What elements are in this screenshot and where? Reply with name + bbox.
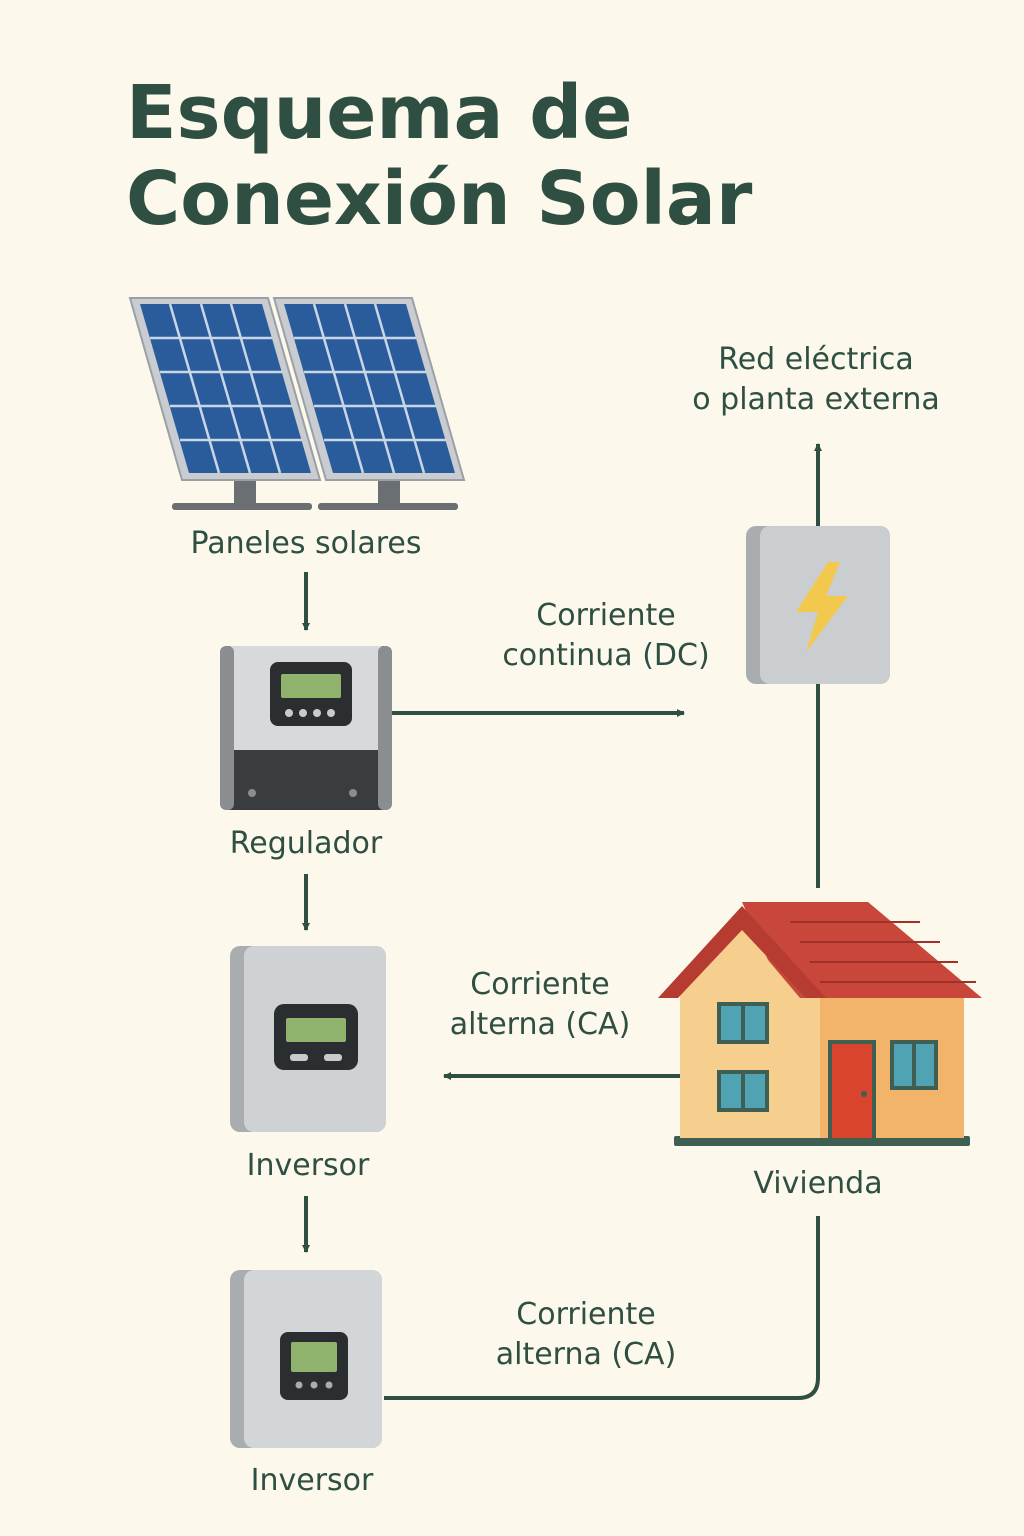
dc-edge-label-line-2: continua (DC) [502, 638, 710, 673]
inverter-1-label-text: Inversor [246, 1148, 370, 1183]
dc-edge-label-line-1: Corriente [536, 598, 676, 633]
regulator-label-text: Regulador [229, 826, 383, 861]
grid-label: Red eléctrica o planta externa [666, 340, 966, 420]
inverter-2-label-text: Inversor [250, 1463, 374, 1498]
inverter-2-label: Inversor [162, 1461, 462, 1501]
diagram-title: Esquema de Conexión Solar [126, 70, 752, 242]
dc-edge-label: Corriente continua (DC) [456, 596, 756, 676]
ac-house-edge-label-line-2: alterna (CA) [449, 1007, 631, 1042]
house-icon [658, 902, 982, 1146]
line-inverter-2-to-house [384, 1216, 820, 1400]
house-label: Vivienda [668, 1164, 968, 1204]
inverter-1-label: Inversor [158, 1146, 458, 1186]
grid-label-line-2: o planta externa [692, 382, 940, 417]
ac-house-edge-label-line-1: Corriente [470, 967, 610, 1002]
ac-house-edge-label: Corriente alterna (CA) [390, 965, 690, 1045]
title-line-2: Conexión Solar [126, 156, 753, 242]
solar-panels-icon [128, 297, 466, 510]
title-line-1: Esquema de [126, 70, 633, 156]
inverter-2-icon [230, 1270, 382, 1448]
regulator-label: Regulador [156, 824, 456, 864]
lightning-bolt-icon [796, 562, 848, 652]
panels-label: Paneles solares [156, 524, 456, 564]
panels-label-text: Paneles solares [190, 526, 422, 561]
grid-meter-box-icon [746, 526, 890, 684]
inverter-1-icon [230, 946, 386, 1132]
ac-bottom-edge-label-line-1: Corriente [516, 1297, 656, 1332]
ac-bottom-edge-label: Corriente alterna (CA) [436, 1295, 736, 1375]
grid-label-line-1: Red eléctrica [718, 342, 914, 377]
ac-bottom-edge-label-line-2: alterna (CA) [495, 1337, 677, 1372]
regulator-icon [220, 646, 392, 810]
house-label-text: Vivienda [753, 1166, 883, 1201]
